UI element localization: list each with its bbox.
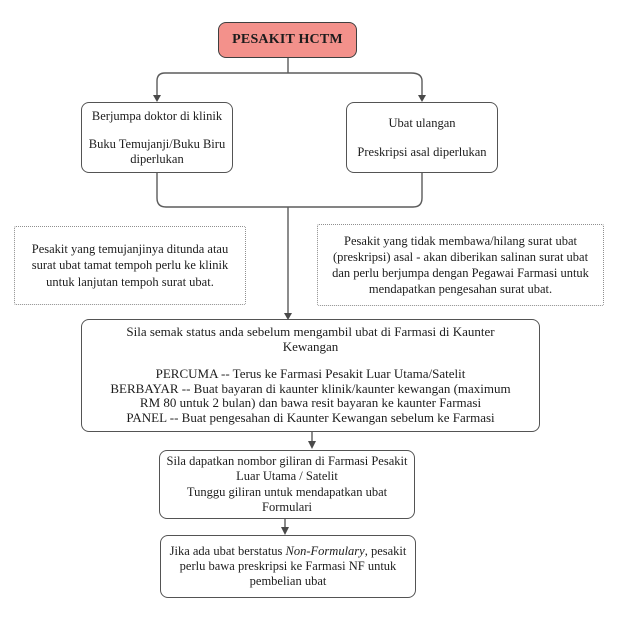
note-temujanji-ditunda: Pesakit yang temujanjinya ditunda atau s…: [14, 226, 246, 305]
node-berjumpa-doktor-line1: Berjumpa doktor di klinik: [91, 108, 223, 123]
node-non-formulary-text: Jika ada ubat berstatus Non-Formulary, p…: [166, 544, 410, 590]
node-ubat-ulangan-line1: Ubat ulangan: [388, 116, 456, 130]
note-hilang-surat-ubat-text: Pesakit yang tidak membawa/hilang surat …: [332, 233, 589, 297]
node-pesakit-hctm-label: PESAKIT HCTM: [232, 31, 343, 47]
node-pesakit-hctm: PESAKIT HCTM: [218, 22, 357, 58]
node-nombor-giliran: Sila dapatkan nombor giliran di Farmasi …: [159, 450, 415, 519]
node-ubat-ulangan: Ubat ulangan Preskripsi asal diperlukan: [346, 102, 498, 173]
node-semak-status: Sila semak status anda sebelum mengambil…: [81, 319, 540, 432]
note-temujanji-ditunda-text: Pesakit yang temujanjinya ditunda atau s…: [31, 242, 229, 289]
arrowhead-to-repeat: [418, 95, 426, 102]
non-formulary-prefix: Jika ada ubat berstatus: [169, 543, 286, 558]
node-berjumpa-doktor: Berjumpa doktor di klinik Buku Temujanji…: [81, 102, 233, 173]
status-line-percuma: PERCUMA -- Terus ke Farmasi Pesakit Luar…: [155, 366, 466, 382]
arrowhead-to-queue: [308, 441, 316, 449]
connector-split: [156, 72, 423, 96]
arrowhead-to-clinic: [153, 95, 161, 102]
status-line-panel: PANEL -- Buat pengesahan di Kaunter Kewa…: [126, 409, 495, 425]
node-ubat-ulangan-line2: Preskripsi asal diperlukan: [357, 144, 487, 159]
connector-merge-left: [156, 173, 288, 208]
node-non-formulary: Jika ada ubat berstatus Non-Formulary, p…: [160, 535, 416, 598]
arrowhead-to-nf: [281, 527, 289, 535]
note-hilang-surat-ubat: Pesakit yang tidak membawa/hilang surat …: [317, 224, 604, 306]
node-nombor-giliran-line1: Sila dapatkan nombor giliran di Farmasi …: [166, 454, 408, 484]
node-semak-status-intro: Sila semak status anda sebelum mengambil…: [126, 324, 495, 354]
non-formulary-italic: Non-Formulary: [285, 543, 365, 558]
node-berjumpa-doktor-line2: Buku Temujanji/Buku Biru diperlukan: [88, 137, 226, 166]
node-nombor-giliran-line2: Tunggu giliran untuk mendapatkan ubat Fo…: [186, 484, 388, 514]
connector-merge-right: [288, 173, 423, 208]
status-line-berbayar: BERBAYAR -- Buat bayaran di kaunter klin…: [110, 380, 511, 411]
non-formulary-suffix: , pesakit perlu bawa preskripsi ke Farma…: [179, 543, 407, 589]
